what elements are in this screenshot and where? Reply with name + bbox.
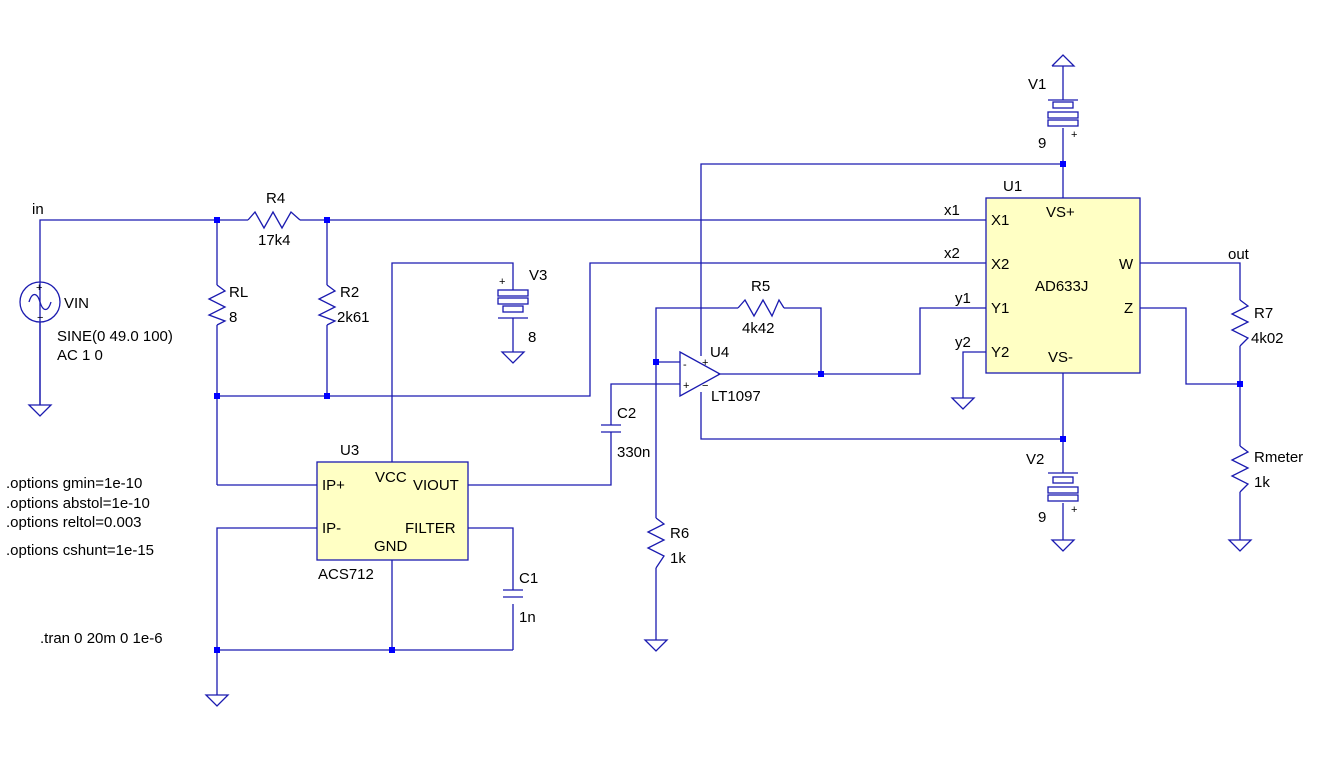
ground-symbols: [27, 54, 1253, 707]
u1-pin-x2: X2: [991, 256, 1009, 273]
net-label-y2: y2: [955, 334, 971, 351]
u4-part: LT1097: [711, 388, 761, 405]
u1-label: U1: [1003, 178, 1022, 195]
net-label-out: out: [1228, 246, 1250, 263]
r4-value: 17k4: [258, 232, 291, 249]
resistor-r5: R5 4k42: [737, 278, 785, 337]
resistor-r6: R6 1k: [646, 517, 689, 569]
net-label-in: in: [32, 201, 44, 218]
r5-label: R5: [751, 278, 770, 295]
v1-plus: +: [1071, 129, 1077, 141]
svg-text:+: +: [36, 282, 42, 294]
capacitor-c1: C1 1n: [503, 570, 538, 626]
c2-label: C2: [617, 405, 636, 422]
c1-label: C1: [519, 570, 538, 587]
u3-pin-filter: FILTER: [405, 520, 456, 537]
resistor-rl: RL 8: [207, 284, 248, 326]
c1-value: 1n: [519, 609, 536, 626]
directive-gmin: .options gmin=1e-10: [6, 475, 142, 492]
u3-part: ACS712: [318, 566, 374, 583]
u4-label: U4: [710, 344, 729, 361]
junction-dots: [214, 161, 1243, 653]
resistor-rmeter: Rmeter 1k: [1230, 445, 1303, 493]
u1-pin-vsp: VS+: [1046, 204, 1075, 221]
capacitor-c2: C2 330n: [601, 405, 650, 461]
directive-tran: .tran 0 20m 0 1e-6: [40, 630, 163, 647]
v2-plus: +: [1071, 504, 1077, 516]
u4-plus: +: [702, 357, 708, 369]
u1-pin-w: W: [1119, 256, 1134, 273]
resistor-r2: R2 2k61: [317, 284, 370, 326]
u4-noninv-pin: +: [683, 380, 689, 392]
u3-pin-vcc: VCC: [375, 469, 407, 486]
r2-label: R2: [340, 284, 359, 301]
u3-label: U3: [340, 442, 359, 459]
u3-pin-ipp: IP+: [322, 477, 345, 494]
r4-label: R4: [266, 190, 285, 207]
u1-pin-x1: X1: [991, 212, 1009, 229]
r7-label: R7: [1254, 305, 1273, 322]
directive-reltol: .options reltol=0.003: [6, 514, 142, 531]
v3-plus: +: [499, 276, 505, 288]
u1-pin-vsn: VS-: [1048, 349, 1073, 366]
v1-label: V1: [1028, 76, 1046, 93]
u1-pin-y1: Y1: [991, 300, 1009, 317]
svg-text:−: −: [702, 380, 708, 392]
svg-text:−: −: [37, 312, 43, 324]
spice-directives: .options gmin=1e-10 .options abstol=1e-1…: [6, 475, 163, 647]
rl-value: 8: [229, 309, 237, 326]
u4-inv-pin: -: [683, 359, 687, 371]
net-labels: x1 x2 y1 y2 out: [944, 202, 1250, 351]
r5-value: 4k42: [742, 320, 775, 337]
u1-part: AD633J: [1035, 278, 1088, 295]
net-label-x2: x2: [944, 245, 960, 262]
c2-value: 330n: [617, 444, 650, 461]
net-label-x1: x1: [944, 202, 960, 219]
resistor-r7: R7 4k02: [1230, 299, 1284, 347]
directive-cshunt: .options cshunt=1e-15: [6, 542, 154, 559]
v2-label: V2: [1026, 451, 1044, 468]
u1-pin-z: Z: [1124, 300, 1133, 317]
rl-label: RL: [229, 284, 248, 301]
battery-v2: + V2 9: [1026, 451, 1079, 526]
v3-value: 8: [528, 329, 536, 346]
rmeter-label: Rmeter: [1254, 449, 1303, 466]
rmeter-value: 1k: [1254, 474, 1270, 491]
net-label-y1: y1: [955, 290, 971, 307]
r2-value: 2k61: [337, 309, 370, 326]
ic-u3: U3 IP+ VCC VIOUT IP- FILTER GND ACS712: [316, 442, 469, 583]
u3-pin-viout: VIOUT: [413, 477, 459, 494]
v1-value: 9: [1038, 135, 1046, 152]
ic-u1: U1 X1 VS+ X2 W AD633J Y1 Z Y2 VS-: [985, 178, 1141, 374]
u3-pin-ipm: IP-: [322, 520, 341, 537]
v3-label: V3: [529, 267, 547, 284]
directive-abstol: .options abstol=1e-10: [6, 495, 150, 512]
vin-ac: AC 1 0: [57, 347, 103, 364]
u3-pin-gnd: GND: [374, 538, 408, 555]
battery-v1: + V1 9: [1028, 76, 1079, 152]
vin-value: SINE(0 49.0 100): [57, 328, 173, 345]
battery-v3: + V3 8: [497, 267, 547, 346]
u1-pin-y2: Y2: [991, 344, 1009, 361]
resistor-r4: R4 17k4: [247, 190, 301, 249]
vin-label: VIN: [64, 295, 89, 312]
opamp-u4: + - + − U4 LT1097: [679, 344, 761, 405]
r6-label: R6: [670, 525, 689, 542]
wires: [39, 66, 1241, 695]
v2-value: 9: [1038, 509, 1046, 526]
r7-value: 4k02: [1251, 330, 1284, 347]
source-vin: + − VIN SINE(0 49.0 100) AC 1 0 in: [19, 201, 173, 364]
r6-value: 1k: [670, 550, 686, 567]
